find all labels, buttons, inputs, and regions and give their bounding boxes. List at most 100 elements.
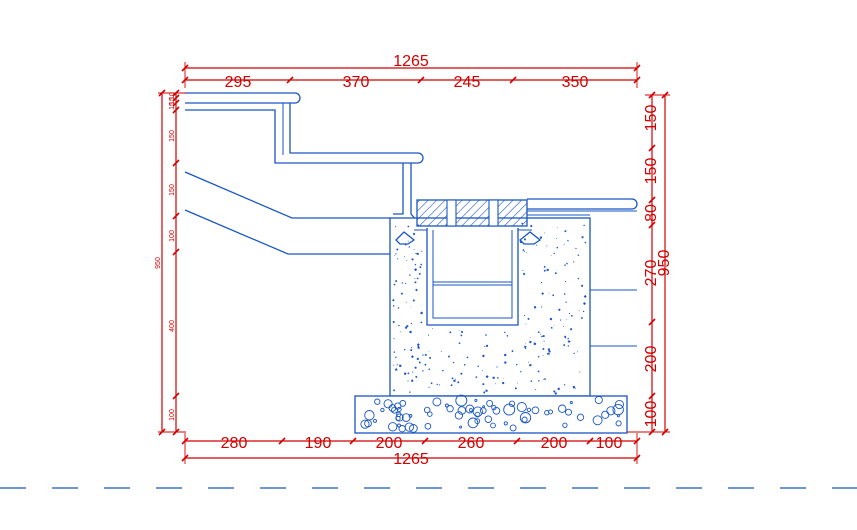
concrete-speckle xyxy=(477,365,480,368)
gravel-stone xyxy=(562,422,568,428)
dimension-tick xyxy=(172,212,180,220)
concrete-speckle xyxy=(408,274,411,276)
concrete-speckle xyxy=(440,351,442,352)
gravel-stone xyxy=(615,420,622,427)
top-seg-label-1: 295 xyxy=(225,74,252,91)
concrete-speckle xyxy=(414,263,417,266)
gravel-stone xyxy=(446,405,454,413)
concrete-speckle xyxy=(393,364,395,366)
concrete-speckle xyxy=(414,268,418,272)
concrete-speckle xyxy=(566,262,568,265)
concrete-speckle xyxy=(560,319,562,321)
concrete-speckle xyxy=(395,280,397,282)
gravel-stone xyxy=(492,406,501,415)
concrete-speckle xyxy=(420,311,424,315)
concrete-speckle xyxy=(392,320,395,324)
gravel-stone xyxy=(455,394,468,407)
concrete-speckle xyxy=(539,333,541,335)
concrete-speckle xyxy=(460,372,463,375)
dimension-tick xyxy=(158,428,166,436)
grate-cover xyxy=(416,199,528,227)
gravel-stone xyxy=(395,415,401,422)
grate-slot-1 xyxy=(446,199,457,227)
concrete-speckle xyxy=(535,388,537,391)
concrete-speckle xyxy=(517,382,519,384)
concrete-speckle xyxy=(408,246,410,248)
concrete-speckle xyxy=(503,378,505,380)
concrete-speckle xyxy=(569,327,573,331)
concrete-speckle xyxy=(427,334,430,336)
dimension-tick xyxy=(633,454,641,462)
concrete-speckle xyxy=(441,369,444,372)
concrete-speckle xyxy=(429,356,432,359)
bottom-seg-label-2: 190 xyxy=(305,435,332,452)
concrete-speckle xyxy=(582,310,585,313)
gravel-stone xyxy=(360,419,370,429)
concrete-speckle xyxy=(523,345,527,349)
concrete-speckle xyxy=(415,375,418,379)
concrete-speckle xyxy=(393,305,395,307)
concrete-speckle xyxy=(554,271,558,275)
concrete-speckle xyxy=(396,248,399,251)
concrete-speckle xyxy=(394,255,396,256)
concrete-speckle xyxy=(566,319,568,321)
dimension-tick xyxy=(172,99,180,107)
gravel-stone xyxy=(516,402,527,413)
concrete-speckle xyxy=(411,347,413,349)
concrete-speckle xyxy=(567,239,569,242)
bottom-seg-label-5: 200 xyxy=(541,435,568,452)
concrete-speckle xyxy=(540,281,543,284)
gravel-stone xyxy=(388,422,398,432)
dimension-tick xyxy=(648,318,656,326)
concrete-speckle xyxy=(495,383,496,385)
concrete-speckle xyxy=(574,387,576,390)
gravel-stone xyxy=(503,421,508,426)
concrete-speckle xyxy=(556,246,558,249)
dimension-tick xyxy=(286,76,294,84)
slope-line-upper xyxy=(184,171,390,219)
concrete-speckle xyxy=(564,230,567,233)
right-lip xyxy=(519,231,542,245)
bottom-seg-label-1: 280 xyxy=(221,435,248,452)
left-overall-label: 950 xyxy=(155,257,162,269)
concrete-speckle xyxy=(581,284,584,287)
top-dimensions: 1265 295 370 245 350 xyxy=(181,53,641,91)
concrete-speckle xyxy=(542,347,545,350)
gravel-stone xyxy=(383,399,393,409)
dimension-tick xyxy=(181,64,189,72)
concrete-speckle xyxy=(522,272,526,276)
concrete-speckle xyxy=(450,384,453,387)
gravel-stone xyxy=(592,415,603,426)
concrete-speckle xyxy=(567,345,570,347)
dimension-tick xyxy=(181,454,189,462)
right-seg-label-2: 150 xyxy=(643,158,660,185)
left-small-label-1: 10 xyxy=(169,92,176,100)
concrete-speckle xyxy=(428,351,430,352)
concrete-speckle xyxy=(522,249,525,252)
concrete-speckle xyxy=(395,253,397,255)
concrete-speckle xyxy=(463,363,466,366)
concrete-speckle xyxy=(573,352,576,355)
concrete-speckle xyxy=(496,366,498,368)
concrete-speckle xyxy=(580,316,584,320)
concrete-speckle xyxy=(549,317,553,321)
gravel-stone xyxy=(606,406,616,416)
concrete-speckle xyxy=(422,354,424,356)
concrete-speckle xyxy=(570,340,571,342)
concrete-speckle xyxy=(553,390,556,393)
concrete-speckle xyxy=(548,350,551,353)
concrete-speckle xyxy=(415,252,417,255)
concrete-speckle xyxy=(404,326,408,330)
concrete-speckle xyxy=(409,391,411,393)
gravel-stone xyxy=(444,403,449,408)
concrete-speckle xyxy=(393,283,396,286)
right-dimensions: 150 150 80 270 200 100 950 xyxy=(627,91,673,436)
dimension-tick xyxy=(349,437,357,445)
middle-step-riser xyxy=(393,163,404,215)
concrete-speckle xyxy=(542,335,545,338)
concrete-speckle xyxy=(576,351,578,353)
bottom-seg-label-6: 100 xyxy=(596,435,623,452)
concrete-speckle xyxy=(546,352,550,356)
